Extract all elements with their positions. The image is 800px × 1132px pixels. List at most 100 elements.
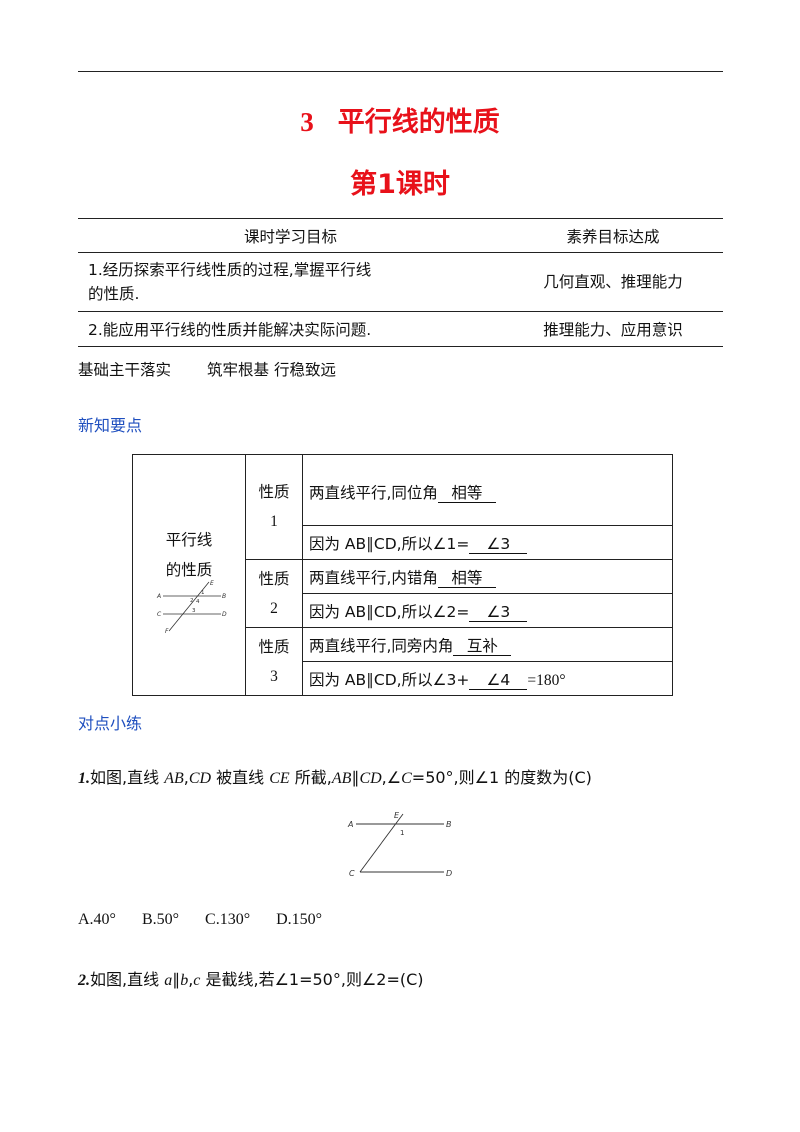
row-header-line: 的性质	[165, 561, 213, 579]
property-index: 1	[270, 513, 278, 530]
q2-text: 是截线,若∠1=50°,则∠2=(C)	[200, 970, 424, 989]
page-subtitle: 第1课时	[350, 169, 450, 200]
parallel-lines-figure: A B C D E F 1 2 4 3	[156, 580, 227, 635]
statement-answer: 互补	[453, 637, 512, 656]
statement-text: 两直线平行,内错角	[309, 568, 438, 587]
goals-header-goal: 课时学习目标	[78, 218, 503, 253]
goals-row: 1.经历探索平行线性质的过程,掌握平行线 的性质. 几何直观、推理能力	[78, 252, 723, 312]
goal-text: 1.经历探索平行线性质的过程,掌握平行线 的性质.	[78, 252, 503, 312]
fig1-label-D: D	[446, 869, 452, 878]
option-c[interactable]: C.130°	[205, 911, 251, 928]
banner: 基础主干落实 筑牢根基 行稳致远	[78, 358, 336, 380]
fig-label-2: 2	[190, 598, 194, 604]
q1-text: 如图,直线	[90, 768, 165, 787]
statement-text: 两直线平行,同旁内角	[309, 636, 454, 655]
title-number: 3	[300, 107, 314, 137]
question-1-figure: A B C D E 1	[347, 811, 452, 878]
goal-line: 1.经历探索平行线性质的过程,掌握平行线	[88, 261, 372, 279]
property-label: 性质 3	[245, 627, 303, 696]
property-index: 3	[270, 667, 278, 685]
property-row: 因为 AB∥CD,所以∠2=∠3	[133, 593, 673, 628]
goals-header-competence: 素养目标达成	[503, 218, 723, 253]
question-2: 2.如图,直线 a∥b,c 是截线,若∠1=50°,则∠2=(C)	[78, 966, 424, 990]
row-header: 平行线 的性质 A B C D E F 1 2 4 3	[132, 454, 246, 696]
competence-text: 推理能力、应用意识	[503, 311, 723, 347]
fig-label-C: C	[157, 611, 162, 618]
property-name: 性质	[258, 637, 290, 656]
statement-text: 两直线平行,同位角	[309, 484, 438, 502]
fig-label-1: 1	[201, 590, 205, 596]
property-statement: 两直线平行,内错角相等	[302, 559, 673, 594]
fig1-label-1: 1	[400, 829, 404, 837]
question-number: 1.	[78, 770, 90, 787]
fig-label-4: 4	[196, 599, 200, 605]
property-reason: 因为 AB∥CD,所以∠2=∠3	[302, 593, 673, 628]
q1-text: 所截,	[289, 768, 332, 787]
goals-row: 2.能应用平行线的性质并能解决实际问题. 推理能力、应用意识	[78, 311, 723, 347]
question-1: 1.如图,直线 AB,CD 被直线 CE 所截,AB∥CD,∠C=50°,则∠1…	[78, 764, 592, 788]
q1-var: AB	[164, 770, 184, 787]
question-number: 2.	[78, 972, 90, 989]
property-row: 性质 3 两直线平行,同旁内角互补	[133, 627, 673, 696]
title-text: 平行线的性质	[337, 107, 500, 138]
q1-var: CE	[269, 770, 290, 787]
property-row: 因为 AB∥CD,所以∠3+∠4=180°	[133, 661, 673, 696]
properties-table: 平行线 的性质 A B C D E F 1 2 4 3 性质 1	[132, 454, 673, 696]
option-d[interactable]: D.150°	[276, 911, 323, 928]
property-statement: 两直线平行,同位角相等	[302, 454, 673, 526]
property-reason: 因为 AB∥CD,所以∠1=∠3	[302, 525, 673, 560]
option-a[interactable]: A.40°	[78, 911, 116, 928]
property-label: 性质 1	[245, 454, 303, 560]
property-name: 性质	[258, 569, 290, 588]
reason-text: 因为 AB∥CD,所以∠2=	[309, 602, 470, 621]
reason-answer: ∠3	[469, 535, 528, 554]
competence-text: 几何直观、推理能力	[503, 252, 723, 312]
q2-text: ,	[188, 970, 194, 989]
q1-text: ,	[183, 768, 189, 787]
section-heading-new-knowledge: 新知要点	[78, 416, 143, 435]
q1-text: =50°,则∠1 的度数为(C)	[411, 768, 592, 787]
fig-label-A: A	[156, 593, 161, 600]
q1-text: ∥	[351, 768, 360, 787]
row-header-line: 平行线	[165, 531, 213, 549]
statement-answer: 相等	[437, 569, 496, 588]
banner-right: 筑牢根基 行稳致远	[207, 361, 336, 379]
q1-var: C	[401, 770, 412, 787]
q1-var: CD	[188, 770, 212, 787]
banner-left: 基础主干落实	[78, 361, 172, 379]
fig-label-B: B	[222, 593, 226, 600]
q2-var: b	[180, 972, 189, 989]
q1-var: AB	[331, 770, 352, 787]
reason-text: 因为 AB∥CD,所以∠3+	[309, 670, 470, 689]
fig1-label-B: B	[446, 820, 452, 829]
fig1-label-A: A	[347, 820, 353, 829]
fig1-label-E: E	[394, 811, 400, 820]
q1-var: CD	[359, 770, 382, 787]
fig1-label-C: C	[349, 869, 355, 878]
q2-text: 如图,直线	[90, 970, 165, 989]
goal-text: 2.能应用平行线的性质并能解决实际问题.	[78, 311, 503, 347]
property-row: 性质 2 两直线平行,内错角相等	[133, 559, 673, 628]
goals-table: 课时学习目标 素养目标达成 1.经历探索平行线性质的过程,掌握平行线 的性质. …	[78, 218, 723, 347]
page-title: 3 平行线的性质	[0, 100, 800, 139]
top-rule	[78, 71, 723, 72]
q2-var: a	[164, 972, 173, 989]
question-1-options: A.40° B.50° C.130° D.150°	[78, 911, 322, 929]
q2-text: ∥	[172, 970, 181, 989]
fig-label-3: 3	[192, 608, 196, 614]
property-label: 性质 2	[245, 559, 303, 628]
q1-text: ,∠	[381, 768, 402, 787]
property-name: 性质	[258, 483, 290, 501]
fig-label-E: E	[210, 580, 214, 587]
option-b[interactable]: B.50°	[141, 911, 180, 928]
fig-label-D: D	[222, 611, 227, 618]
fig-label-F: F	[165, 628, 169, 635]
property-row: 平行线 的性质 A B C D E F 1 2 4 3 性质 1	[132, 454, 673, 696]
statement-answer: 相等	[437, 484, 496, 503]
reason-answer: ∠3	[469, 603, 528, 622]
goals-header-row: 课时学习目标 素养目标达成	[78, 218, 723, 253]
property-reason: 因为 AB∥CD,所以∠3+∠4=180°	[302, 661, 673, 696]
property-index: 2	[270, 599, 278, 617]
q1-text: 被直线	[211, 768, 270, 787]
q2-var: c	[193, 972, 201, 989]
